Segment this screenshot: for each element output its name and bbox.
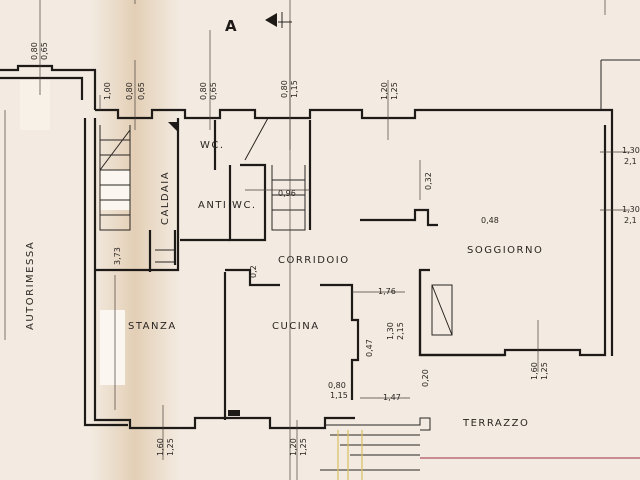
- terrace-stairs: [320, 417, 640, 480]
- white-patch: [100, 310, 125, 385]
- dim-text: 0,32: [424, 172, 433, 190]
- garage-walls: [0, 64, 97, 110]
- dim-text: 0,80: [280, 80, 289, 98]
- room-label-boiler: CALDAIA: [160, 171, 171, 225]
- room-label-kitchen: CUCINA: [272, 321, 320, 332]
- room-label-anti-wc: ANTI WC.: [198, 200, 257, 211]
- dim-text: 1,60: [530, 362, 539, 380]
- room-label-wc: WC.: [200, 140, 225, 151]
- dim-text: 1,30: [622, 146, 640, 155]
- white-patch: [20, 80, 50, 130]
- room-label-garage: AUTORIMESSA: [25, 241, 36, 330]
- dim-text: 0,48: [481, 216, 499, 225]
- dim-text: 1,25: [390, 82, 399, 100]
- interior-walls: [95, 117, 505, 420]
- room-label-terrace: TERRAZZO: [462, 418, 529, 429]
- dim-text: 0,20: [421, 369, 430, 387]
- dimension-lines: [4, 0, 630, 480]
- dim-text: 0,80: [125, 82, 134, 100]
- dim-text: 1,47: [383, 393, 401, 402]
- dim-text: 0,2: [249, 265, 258, 278]
- dim-text: 1,25: [166, 438, 175, 456]
- dim-text: 0,65: [137, 82, 146, 100]
- dim-text: 0,65: [209, 82, 218, 100]
- dim-text: 0,80: [30, 42, 39, 60]
- dim-text: 1,25: [540, 362, 549, 380]
- dim-text: 0,47: [365, 339, 374, 357]
- room-label-bedroom: STANZA: [128, 321, 177, 332]
- dim-text: 1,20: [380, 82, 389, 100]
- dim-text: 1,20: [289, 438, 298, 456]
- dim-text: 3,73: [113, 247, 122, 265]
- dim-text: 0,80: [328, 381, 346, 390]
- dim-text: 1,30: [386, 322, 395, 340]
- dim-text: 1,76: [378, 287, 396, 296]
- dim-text: 1,15: [290, 80, 299, 98]
- section-marker-label: A: [225, 17, 237, 35]
- room-label-living: SOGGIORNO: [467, 245, 543, 256]
- dim-text: 1,60: [156, 438, 165, 456]
- dim-text: 1,00: [103, 82, 112, 100]
- dim-text: 1,15: [330, 391, 348, 400]
- dim-text: 2,1: [624, 157, 637, 166]
- dim-text: 2,1: [624, 216, 637, 225]
- section-line: [278, 12, 292, 28]
- dim-text: 2,15: [396, 322, 405, 340]
- dim-text: 1,25: [299, 438, 308, 456]
- room-label-corridor: CORRIDOIO: [278, 255, 350, 266]
- dimension-labels: 0,80 0,65 1,00 0,80 0,65 0,80 0,65 0,80 …: [30, 42, 640, 456]
- white-patch: [100, 170, 130, 210]
- section-arrow-icon: [265, 13, 277, 27]
- dim-text: 1,30: [622, 205, 640, 214]
- dim-text: 0,65: [40, 42, 49, 60]
- dim-text: 0,96: [278, 189, 296, 198]
- dim-text: 0,80: [199, 82, 208, 100]
